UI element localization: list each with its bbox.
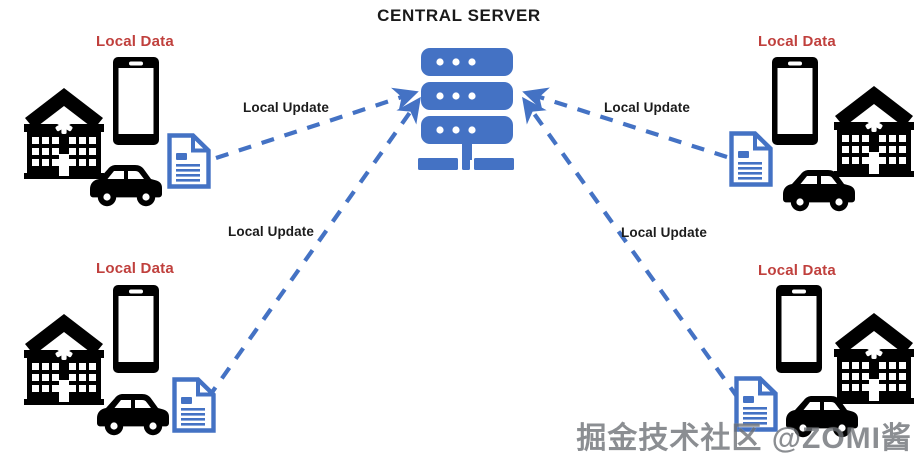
- smartphone-icon: [772, 57, 818, 145]
- smartphone-icon: [113, 285, 159, 373]
- document-icon: [175, 380, 214, 431]
- local-data-label-bottom-left: Local Data: [96, 260, 174, 277]
- local-update-label-bottom-left: Local Update: [228, 224, 314, 239]
- server-rack-icon: [418, 48, 514, 170]
- client-top-right: [732, 57, 914, 212]
- document-icon: [170, 136, 209, 187]
- page-title: CENTRAL SERVER: [377, 6, 541, 25]
- arrow-bottom-left: [206, 96, 421, 400]
- local-data-label-top-left: Local Data: [96, 33, 174, 50]
- car-icon: [97, 394, 169, 436]
- local-data-label-bottom-right: Local Data: [758, 262, 836, 279]
- hospital-icon: [24, 314, 104, 405]
- hospital-icon: [24, 88, 104, 179]
- client-top-left: [24, 57, 209, 207]
- smartphone-icon: [113, 57, 159, 145]
- document-icon: [732, 134, 771, 185]
- hospital-icon: [834, 313, 914, 404]
- smartphone-icon: [776, 285, 822, 373]
- arrow-bottom-right: [522, 96, 740, 400]
- local-data-label-top-right: Local Data: [758, 33, 836, 50]
- client-bottom-left: [24, 285, 214, 436]
- watermark: 掘金技术社区 @ZOMI酱: [576, 422, 912, 455]
- local-update-label-bottom-right: Local Update: [621, 225, 707, 240]
- car-icon: [783, 170, 855, 212]
- car-icon: [90, 165, 162, 207]
- local-update-label-top-right: Local Update: [604, 100, 690, 115]
- hospital-icon: [834, 86, 914, 177]
- local-update-label-top-left: Local Update: [243, 100, 329, 115]
